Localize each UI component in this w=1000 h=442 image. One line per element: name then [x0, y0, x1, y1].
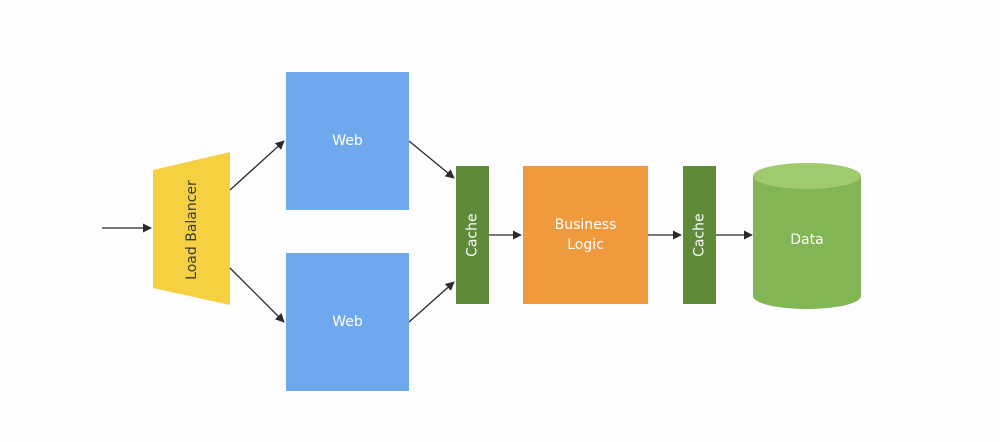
- cache-1-label: Cache: [464, 213, 481, 257]
- business-logic: Business Logic: [523, 166, 648, 304]
- lb-to-web-bottom-arrow: [229, 267, 285, 323]
- web-bottom-to-cache-arrow: [408, 281, 455, 323]
- data-store-label: Data: [790, 232, 824, 248]
- data-cylinder: [753, 163, 861, 309]
- cache-1: Cache: [456, 166, 489, 304]
- load-balancer: Load Balancer: [150, 155, 234, 305]
- cache-2: Cache: [683, 166, 716, 304]
- cache-2-label: Cache: [691, 213, 708, 257]
- web-top-to-cache-arrow: [408, 140, 455, 179]
- web-server-bottom: Web: [286, 253, 409, 391]
- load-balancer-shape: [153, 152, 230, 305]
- load-balancer-label: Load Balancer: [184, 180, 201, 280]
- web-server-top-label: Web: [332, 132, 363, 149]
- web-server-top: Web: [286, 72, 409, 210]
- business-logic-label: Business Logic: [554, 216, 617, 253]
- lb-to-web-top-arrow: [229, 140, 285, 191]
- data-store: Data: [753, 200, 861, 280]
- web-server-bottom-label: Web: [332, 313, 363, 330]
